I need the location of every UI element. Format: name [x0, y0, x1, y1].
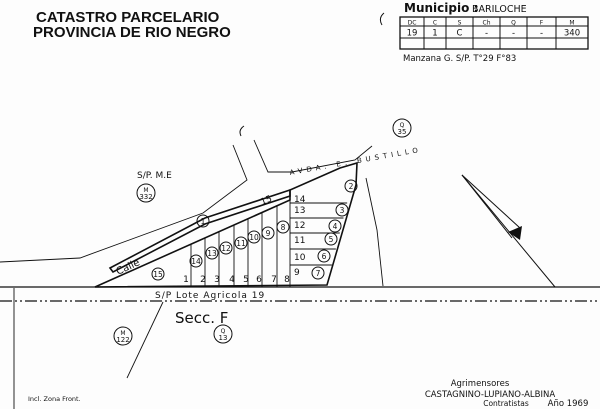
parcel-circle-13: 13 [205, 246, 219, 260]
parcel-number: 4 [333, 222, 338, 231]
parcel-number: 6 [322, 252, 327, 261]
parcel-number: 15 [153, 270, 163, 279]
circle-bottom-text: 35 [398, 128, 407, 136]
parcel-circle-6: 6 [317, 249, 331, 263]
parcel-number: 5 [329, 235, 334, 244]
lot-number: 12 [294, 221, 305, 231]
table-value-cell: - [485, 29, 488, 39]
parcel-number: 13 [207, 249, 217, 258]
year-label: Año 1969 [548, 399, 589, 409]
parcel-circle-8: 8 [276, 220, 290, 234]
lot-number: 8 [284, 275, 290, 285]
lot-number: 5 [243, 275, 249, 285]
lot-number: 2 [200, 275, 206, 285]
parcel-circle-15: 15 [151, 267, 165, 281]
north-arrow-icon [461, 174, 556, 288]
circle-bottom-text: 13 [219, 334, 228, 342]
lot-number: 7 [271, 275, 277, 285]
parcel-number: 11 [236, 239, 246, 248]
lot-number: 11 [294, 236, 305, 246]
parcel-number: 12 [221, 244, 231, 253]
table-value-cell: 19 [407, 29, 418, 39]
lot-number: 1 [183, 275, 189, 285]
lot-number: 9 [294, 268, 300, 278]
registration-mark [239, 125, 245, 137]
parcel-number: 14 [191, 257, 201, 266]
table-header-cell: Ch [483, 20, 491, 27]
lot-number: 3 [214, 275, 220, 285]
municipio-value: BARILOCHE [472, 4, 527, 15]
table-value-cell: 1 [432, 29, 437, 39]
table-header-cell: Q [511, 20, 516, 27]
parcel-circle-11: 11 [234, 236, 248, 250]
lote-agricola-label: S/P Lote Agricola 19 [155, 291, 265, 301]
section-label: Secc. F [175, 309, 228, 327]
parcel-number: 7 [316, 269, 321, 278]
municipio-label: Municipio : [404, 1, 478, 15]
block-q35-circle: Q35 [392, 118, 412, 138]
surveyors-names: CASTAGNINO-LUPIANO-ALBINA [425, 390, 556, 400]
parcel-circle-5: 5 [324, 232, 338, 246]
circle-bottom-text: 332 [139, 193, 152, 201]
parcel-circle-14: 14 [189, 254, 203, 268]
surveyors-label: Agrimensores [451, 379, 510, 389]
parcel-circle-1: 1 [196, 214, 210, 228]
parcel-number: 10 [249, 233, 259, 242]
contractors-label: Contratistas [483, 399, 529, 408]
parcel-circle-2: 2 [344, 179, 358, 193]
avenue-label: AVDA. E. BUSTILLO [289, 146, 423, 177]
table-value-cell: - [512, 29, 515, 39]
block-outline [94, 161, 358, 288]
parcel-number: 1 [201, 217, 206, 226]
zone-note: Incl. Zona Front. [28, 395, 81, 403]
table-header-cell: DC [408, 20, 417, 27]
strip-label: 15 [259, 194, 273, 208]
title-line-2: PROVINCIA DE RIO NEGRO [33, 24, 231, 41]
block-q13-circle: Q13 [213, 324, 233, 344]
sp-me-label: S/P. M.E [137, 171, 172, 181]
registration-mark [379, 12, 385, 26]
lot-number: 10 [294, 253, 306, 263]
circle-top-text: Q [221, 328, 226, 335]
table-header-cell: S [458, 20, 462, 27]
parcel-number: 3 [340, 206, 345, 215]
manzana-reference: Manzana G. S/P. T°29 F°83 [403, 54, 516, 64]
table-header-cell: F [540, 20, 544, 27]
table-value-cell: C [457, 29, 463, 39]
parcel-circle-9: 9 [261, 226, 275, 240]
street-label: Calle [115, 257, 142, 277]
title-line-1: CATASTRO PARCELARIO [36, 9, 220, 26]
parcel-circle-10: 10 [247, 230, 261, 244]
table-value-cell: 340 [564, 29, 580, 39]
parcel-circle-3: 3 [335, 203, 349, 217]
lot-number: 4 [229, 275, 235, 285]
lot-number: 14 [294, 195, 306, 205]
parcel-circle-12: 12 [219, 241, 233, 255]
road-outlines [0, 139, 600, 409]
parcel-circle-4: 4 [328, 219, 342, 233]
circle-top-text: M [143, 187, 148, 194]
circle-top-text: Q [400, 122, 405, 129]
table-header-cell: M [569, 20, 574, 27]
table-header-cell: C [433, 20, 437, 27]
circle-top-text: M [120, 330, 125, 337]
table-value-cell: - [540, 29, 543, 39]
lot-number: 6 [256, 275, 262, 285]
parcel-number: 2 [349, 182, 354, 191]
lot-number: 13 [294, 206, 305, 216]
circle-bottom-text: 122 [116, 336, 129, 344]
parcel-number: 9 [266, 229, 271, 238]
parcel-number: 8 [281, 223, 286, 232]
parcel-circle-7: 7 [311, 266, 325, 280]
